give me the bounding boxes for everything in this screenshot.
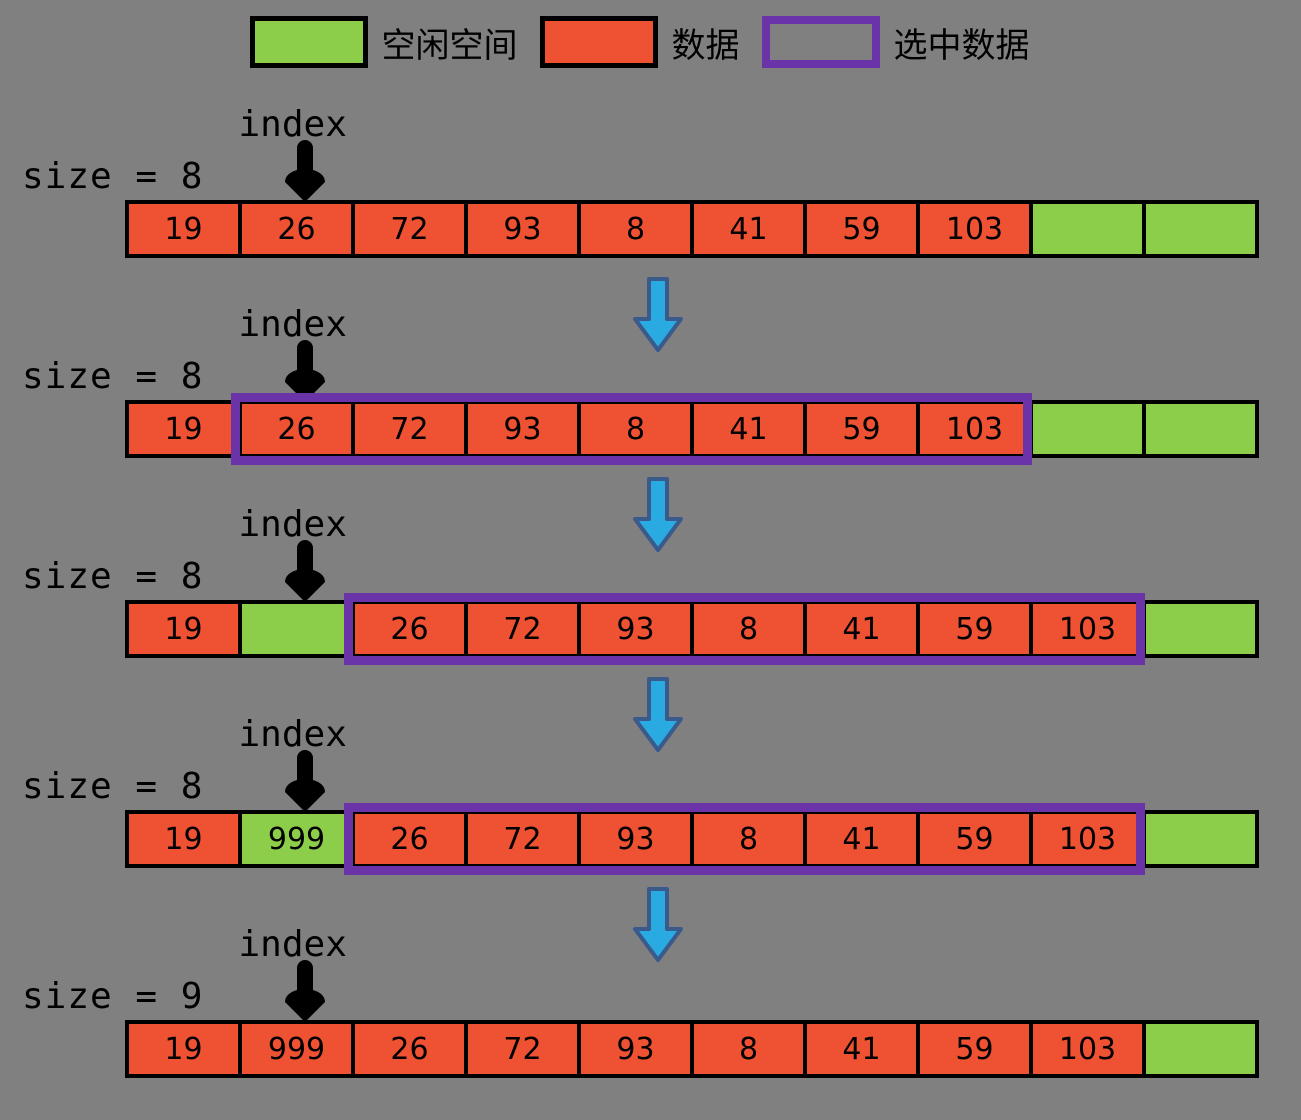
array-cell[interactable]: 72 — [351, 400, 468, 458]
array-cell[interactable]: 26 — [351, 1020, 468, 1078]
size-label: size = 8 — [22, 356, 204, 397]
array-cell[interactable]: 59 — [916, 600, 1033, 658]
size-label: size = 8 — [22, 556, 204, 597]
index-label: index — [238, 104, 347, 145]
data-swatch — [539, 16, 658, 68]
array-cell[interactable] — [1029, 400, 1146, 458]
array-cell[interactable]: 8 — [690, 1020, 807, 1078]
legend-label-selected-data: 选中数据 — [893, 25, 1030, 66]
array-cell[interactable]: 72 — [464, 810, 581, 868]
array-cell[interactable]: 26 — [238, 200, 355, 258]
array-cell[interactable]: 72 — [351, 200, 468, 258]
index-label: index — [238, 924, 347, 965]
array-cell[interactable]: 26 — [238, 400, 355, 458]
array-cell[interactable]: 26 — [351, 600, 468, 658]
array-cell[interactable]: 8 — [577, 200, 694, 258]
legend-item-selected-data: 选中数据 — [761, 16, 1052, 68]
array-cell[interactable]: 93 — [577, 1020, 694, 1078]
flow-down-arrow-icon — [628, 476, 688, 558]
flow-down-arrow-icon — [628, 886, 688, 968]
array-cell[interactable]: 41 — [690, 400, 807, 458]
array-cell[interactable]: 8 — [690, 810, 807, 868]
array-cell[interactable]: 103 — [916, 400, 1033, 458]
index-label: index — [238, 304, 347, 345]
array-cell[interactable]: 19 — [125, 200, 242, 258]
array-cell[interactable]: 19 — [125, 1020, 242, 1078]
flow-down-arrow-icon — [628, 276, 688, 358]
array-cell[interactable] — [1142, 400, 1259, 458]
array-cell[interactable]: 93 — [464, 200, 581, 258]
array-cell[interactable]: 103 — [1029, 810, 1146, 868]
array-cell[interactable]: 26 — [351, 810, 468, 868]
array-cell[interactable]: 19 — [125, 600, 242, 658]
array-cell[interactable] — [1142, 1020, 1259, 1078]
index-label: index — [238, 504, 347, 545]
legend-label-free-space: 空闲空间 — [381, 25, 518, 66]
size-label: size = 8 — [22, 156, 204, 197]
array-cell[interactable]: 59 — [803, 400, 920, 458]
array-cell[interactable]: 59 — [916, 810, 1033, 868]
array-cell[interactable]: 103 — [1029, 1020, 1146, 1078]
array-cell[interactable]: 72 — [464, 600, 581, 658]
array-cell[interactable] — [1142, 600, 1259, 658]
legend-item-data: 数据 — [539, 16, 762, 68]
array-cell[interactable]: 19 — [125, 810, 242, 868]
array-cell[interactable] — [1142, 200, 1259, 258]
size-label: size = 8 — [22, 766, 204, 807]
array-cell[interactable] — [1029, 200, 1146, 258]
selected-data-swatch — [761, 16, 880, 68]
array-cell[interactable]: 999 — [238, 1020, 355, 1078]
array-cell[interactable]: 41 — [803, 600, 920, 658]
array-cell[interactable]: 41 — [803, 1020, 920, 1078]
free-space-swatch — [249, 16, 368, 68]
legend: 空闲空间 数据 选中数据 — [0, 0, 1301, 84]
array-cell[interactable]: 8 — [690, 600, 807, 658]
array-cell[interactable]: 93 — [464, 400, 581, 458]
index-pointer-arrow-icon — [269, 140, 325, 206]
legend-label-data: 数据 — [671, 25, 740, 66]
size-label: size = 9 — [22, 976, 204, 1017]
index-pointer-arrow-icon — [269, 540, 325, 606]
array-cell[interactable]: 59 — [803, 200, 920, 258]
array-cell[interactable]: 19 — [125, 400, 242, 458]
index-label: index — [238, 714, 347, 755]
flow-down-arrow-icon — [628, 676, 688, 758]
array-cell[interactable]: 999 — [238, 810, 355, 868]
array-cell[interactable]: 41 — [803, 810, 920, 868]
array-cell[interactable]: 93 — [577, 810, 694, 868]
array-cell[interactable]: 93 — [577, 600, 694, 658]
legend-item-free-space: 空闲空间 — [249, 16, 540, 68]
array-cell[interactable]: 103 — [1029, 600, 1146, 658]
array-cell[interactable]: 8 — [577, 400, 694, 458]
index-pointer-arrow-icon — [269, 750, 325, 816]
array-cell[interactable]: 72 — [464, 1020, 581, 1078]
array-cell[interactable]: 41 — [690, 200, 807, 258]
array-cell[interactable] — [1142, 810, 1259, 868]
index-pointer-arrow-icon — [269, 960, 325, 1026]
array-cell[interactable]: 103 — [916, 200, 1033, 258]
index-pointer-arrow-icon — [269, 340, 325, 406]
array-cell[interactable] — [238, 600, 355, 658]
array-cell[interactable]: 59 — [916, 1020, 1033, 1078]
